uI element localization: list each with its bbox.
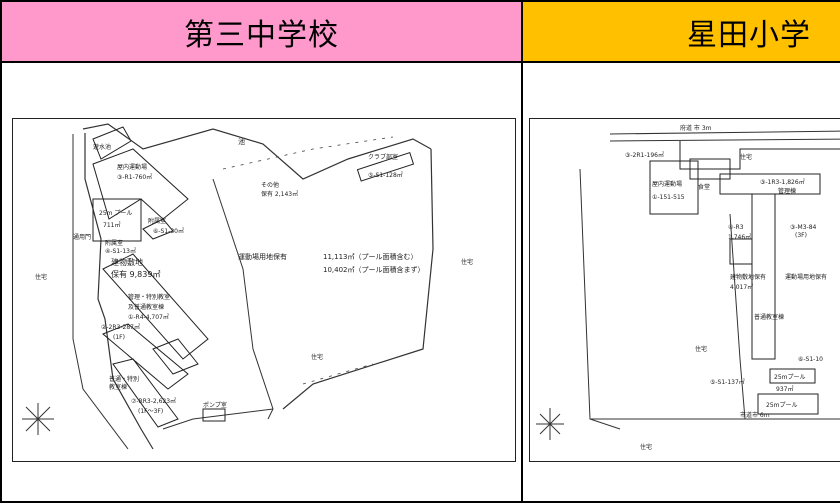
map-label: 食堂 <box>698 183 710 191</box>
map-label: 附属室 <box>148 217 166 225</box>
map-label: 普通教室棟 <box>754 313 784 321</box>
school-map-cell: 府道 市 3m ③-2R1-196㎡ 住宅 屋内運動場 食堂 ③-1R3-1,8… <box>521 61 840 503</box>
map-label: 25mプール <box>774 374 805 381</box>
map-label: 住宅 <box>695 345 707 353</box>
map-label: 25mプール <box>766 402 797 409</box>
map-label: (3F) <box>795 232 807 239</box>
map-label: ①-151-515 <box>652 194 685 201</box>
map-label: 1,746㎡ <box>728 233 751 241</box>
map-label: 10,402㎡（プール面積含まず） <box>323 265 425 274</box>
map-label: 普通・特別 <box>109 375 139 383</box>
map-label: (1F～3F) <box>138 408 163 415</box>
map-label: 管理・特別教室 <box>128 293 170 301</box>
map-label: 運動場用地保有 <box>785 273 827 281</box>
map-label: 保有 2,143㎡ <box>261 190 298 198</box>
school-name-header: 星田小学 <box>521 0 840 63</box>
site-plan-drawing: 遊水池 屋内運動場 ③-R1-760㎡ 池 25m プール 711㎡ その他 保… <box>22 123 473 450</box>
map-label: ⑥-S1-10 <box>798 356 823 363</box>
map-label: 住宅 <box>461 258 473 266</box>
map-label: 711㎡ <box>103 221 120 229</box>
map-label: 11,113㎡（プール面積含む） <box>323 252 418 261</box>
map-label: ⑤-S1-137㎡ <box>710 378 745 386</box>
map-label: 教室棟 <box>109 383 127 391</box>
map-label: 建物敷地保有 <box>730 273 766 281</box>
map-label: 937㎡ <box>776 385 793 393</box>
map-label: ①-R4-4,707㎡ <box>128 313 169 321</box>
map-label: 遊水池 <box>93 143 111 151</box>
map-label: 管理棟 <box>778 187 796 195</box>
site-map-daisan: 遊水池 屋内運動場 ③-R1-760㎡ 池 25m プール 711㎡ その他 保… <box>12 118 516 462</box>
map-label: ③-M3-84 <box>790 224 817 231</box>
map-label: 住宅 <box>311 353 323 361</box>
school-name-header: 第三中学校 <box>0 0 523 63</box>
map-label: ③-R1-760㎡ <box>117 173 152 181</box>
map-label: 住宅 <box>640 443 652 451</box>
map-label: (1F) <box>113 334 125 341</box>
map-label: クラブ部室 <box>368 153 398 161</box>
map-label: 25m プール <box>99 210 132 217</box>
map-label: 住宅 <box>740 153 752 161</box>
map-label: 建物敷地 <box>111 257 143 267</box>
map-label: 屋内運動場 <box>117 163 147 171</box>
map-label: 附属室 <box>105 239 123 247</box>
school-map-cell: 遊水池 屋内運動場 ③-R1-760㎡ 池 25m プール 711㎡ その他 保… <box>0 61 523 503</box>
map-label: 及普通教室棟 <box>128 303 164 311</box>
map-label: その他 <box>261 181 279 189</box>
map-label: 運動場用地保有 <box>238 252 287 261</box>
map-label: 池 <box>238 137 245 146</box>
map-label: ⑥-S1-30㎡ <box>153 227 184 235</box>
map-label: 市道市 6m <box>740 411 770 419</box>
site-plan-drawing: 府道 市 3m ③-2R1-196㎡ 住宅 屋内運動場 食堂 ③-1R3-1,8… <box>536 124 840 451</box>
site-map-hoshida: 府道 市 3m ③-2R1-196㎡ 住宅 屋内運動場 食堂 ③-1R3-1,8… <box>529 118 840 462</box>
map-label: 保有 9,839㎡ <box>111 269 160 279</box>
map-label: ②-2R3-287㎡ <box>101 323 140 331</box>
map-label: ④-S1-13㎡ <box>105 247 136 255</box>
map-label: 4,017㎡ <box>730 283 753 291</box>
map-label: ポンプ室 <box>203 401 227 409</box>
map-label: ③-2R1-196㎡ <box>625 151 664 159</box>
map-label: 屋内運動場 <box>652 180 682 188</box>
map-label: 住宅 <box>35 273 47 281</box>
map-label: ③-1R3-1,826㎡ <box>760 178 805 186</box>
map-label: ⑦-RR3-2,623㎡ <box>131 397 176 405</box>
map-label: 通用門 <box>73 233 91 241</box>
map-label: ④-R3 <box>728 224 744 231</box>
map-label: ⑤-S1-128㎡ <box>368 171 403 179</box>
map-label: 府道 市 3m <box>680 124 712 132</box>
